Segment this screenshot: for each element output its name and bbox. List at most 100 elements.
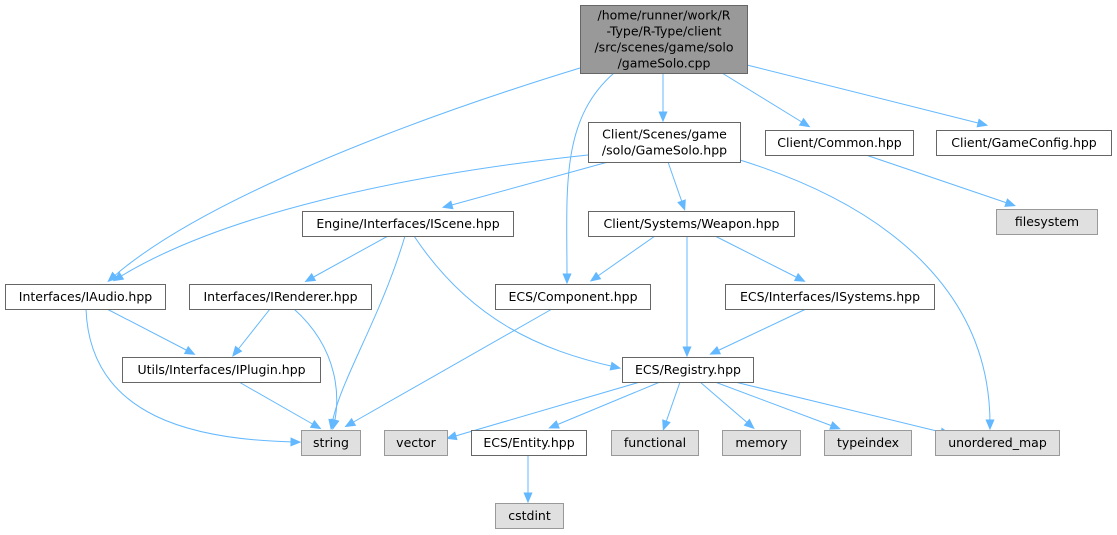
node-isystems-hpp[interactable]: ECS/Interfaces/ISystems.hpp [725,284,935,310]
node-label: ECS/Registry.hpp [635,362,741,377]
node-label: /solo/GameSolo.hpp [602,143,727,158]
node-box [725,284,935,310]
arrowhead-icon [523,492,533,504]
node-label: filesystem [1015,214,1079,229]
node-box [495,284,651,310]
edge-GameSolo_hpp-to-IAudio_hpp [112,154,589,282]
node-box [302,211,514,237]
node-weapon-hpp[interactable]: Client/Systems/Weapon.hpp [588,211,795,237]
node-label: memory [735,435,788,450]
edge-Registry_hpp-to-typeindex [714,381,841,430]
node-box [588,211,795,237]
edge-line [111,67,581,279]
node-iaudio-hpp[interactable]: Interfaces/IAudio.hpp [5,284,166,310]
node-registry-hpp[interactable]: ECS/Registry.hpp [622,357,754,383]
arrowhead-icon [609,361,622,371]
arrowhead-icon [232,345,243,357]
node-box [384,430,448,456]
node-gamesolo-hpp[interactable]: Client/Scenes/game/solo/GameSolo.hpp [588,122,741,163]
edge-line [714,235,801,280]
arrowhead-icon [290,437,302,447]
edge-line [447,161,609,207]
node-box [122,357,321,383]
node-label: string [313,435,349,450]
edge-gameSolo_cpp-to-GameSolo_hpp [658,73,668,123]
edge-Registry_hpp-to-unordered_map [734,381,952,437]
node-label: vector [396,435,437,450]
arrowhead-icon [743,418,755,430]
arrowhead-icon [682,346,692,358]
edge-IScene_hpp-to-Registry_hpp [413,235,622,371]
edge-line [594,235,656,279]
arrowhead-icon [112,271,125,282]
arrowhead-icon [985,419,995,431]
nodes-layer: /home/runner/work/R-Type/R-Type/client/s… [5,5,1112,529]
node-vector: vector [384,430,448,456]
node-irenderer-hpp[interactable]: Interfaces/IRenderer.hpp [189,284,372,310]
node-memory: memory [722,430,801,456]
edge-line [331,235,406,425]
node-label: Interfaces/IAudio.hpp [19,289,153,304]
node-box [996,209,1098,235]
edge-IPlugin_hpp-to-string [238,381,322,430]
node-iplugin-hpp[interactable]: Utils/Interfaces/IPlugin.hpp [122,357,321,383]
arrowhead-icon [344,417,357,428]
arrowhead-icon [976,118,989,128]
node-label: functional [624,435,686,450]
edge-IAudio_hpp-to-string [85,308,302,447]
edge-line [349,308,553,425]
node-gamesolo-cpp[interactable]: /home/runner/work/R-Type/R-Type/client/s… [580,5,748,74]
node-box [722,430,801,456]
node-box [622,357,754,383]
edge-line [739,159,991,425]
node-cstdint: cstdint [495,503,564,529]
node-box [588,122,741,163]
node-iscene-hpp[interactable]: Engine/Interfaces/IScene.hpp [302,211,514,237]
edge-line [293,308,338,425]
node-unordered-map: unordered_map [935,430,1060,456]
arrowhead-icon [793,272,806,282]
node-box [580,5,748,74]
edge-line [238,381,317,427]
arrowhead-icon [441,200,454,210]
edge-line [746,64,983,125]
node-component-hpp[interactable]: ECS/Component.hpp [495,284,651,310]
edge-gameSolo_cpp-to-Common_hpp [721,72,811,128]
node-common-hpp[interactable]: Client/Common.hpp [765,130,914,156]
edge-GameSolo_hpp-to-Weapon_hpp [667,161,686,211]
arrowhead-icon [662,419,671,431]
edge-line [553,381,661,427]
arrowhead-icon [658,111,668,123]
edge-line [699,381,751,426]
edge-line [106,308,191,353]
node-label: cstdint [508,508,551,523]
edge-line [117,154,589,279]
edge-ISystems_hpp-to-Registry_hpp [709,308,807,355]
edge-line [667,161,684,206]
edge-Registry_hpp-to-vector [445,381,641,441]
node-box [301,430,361,456]
edge-line [309,235,389,280]
node-box [824,430,912,456]
node-box [765,130,914,156]
edges-layer [85,64,1016,504]
node-gameconfig-hpp[interactable]: Client/GameConfig.hpp [936,130,1112,156]
arrowhead-icon [1004,198,1016,207]
node-label: typeindex [837,435,899,450]
edge-IAudio_hpp-to-IPlugin_hpp [106,308,196,355]
edge-IRenderer_hpp-to-string [293,308,340,431]
node-entity-hpp[interactable]: ECS/Entity.hpp [471,430,587,456]
edge-GameSolo_hpp-to-IScene_hpp [441,161,609,210]
edge-IRenderer_hpp-to-IPlugin_hpp [232,308,271,357]
node-box [189,284,372,310]
arrowhead-icon [709,345,722,355]
edge-Registry_hpp-to-functional [662,381,681,431]
edge-line [235,308,271,353]
edge-line [714,381,836,428]
edge-Entity_hpp-to-cstdint [523,455,533,504]
node-label: Client/Scenes/game [602,127,727,142]
node-label: ECS/Entity.hpp [483,435,574,450]
edge-line [413,235,616,368]
arrowhead-icon [107,271,119,283]
